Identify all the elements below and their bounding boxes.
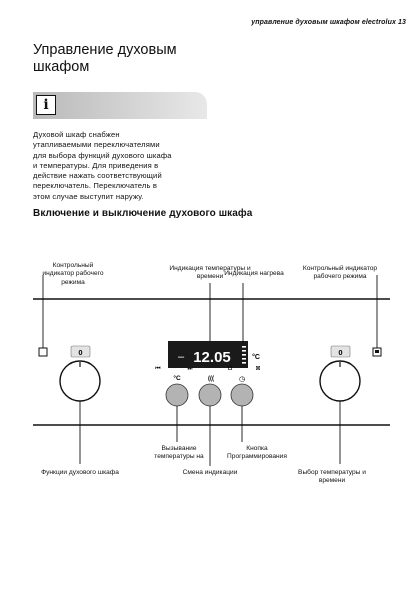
heating-bar bbox=[242, 346, 246, 348]
paragraph-line: переключатель. Переключатель в bbox=[33, 181, 158, 191]
paragraph-line: для выбора функций духового шкафа bbox=[33, 150, 172, 160]
mid-button-symbol: ((( bbox=[208, 376, 214, 382]
display-dash: – bbox=[178, 351, 185, 363]
clock-program-button bbox=[230, 383, 254, 407]
info-icon: i bbox=[36, 95, 56, 115]
temp-button-symbol: °C bbox=[173, 374, 181, 382]
paragraph-line: и температуры. Для приведения в bbox=[33, 160, 159, 170]
info-banner bbox=[33, 92, 207, 119]
clock-button-symbol: ◷ bbox=[239, 375, 246, 383]
heating-bar bbox=[242, 362, 246, 364]
paragraph-line: этом случае выступит наружу. bbox=[33, 191, 144, 201]
heating-bar bbox=[242, 350, 246, 352]
paragraph-line: Духовой шкаф снабжен bbox=[33, 130, 120, 139]
section-title-line-1: Управление духовым bbox=[33, 42, 177, 58]
display-bezel bbox=[168, 341, 248, 368]
display-unit: °C bbox=[252, 353, 260, 361]
callout-oven-function: Функции духового шкафа bbox=[41, 469, 119, 476]
callout-temp-time-select: Выбор температуры и времени bbox=[298, 469, 366, 485]
heating-bar bbox=[242, 354, 246, 356]
display-icon-right: ⊠ bbox=[255, 365, 260, 372]
callout-clock-program-button: Кнопка Программирования bbox=[227, 445, 287, 461]
display-icon-mid: ⏭ bbox=[188, 366, 193, 372]
left-knob-tab bbox=[70, 345, 91, 358]
paragraph-line: действие нажать соответствующий bbox=[33, 171, 162, 181]
right-knob-tab bbox=[330, 345, 351, 358]
section-title-line-2: шкафом bbox=[33, 59, 90, 75]
display-change-button bbox=[198, 383, 222, 407]
right-indicator-lamp-inner bbox=[375, 350, 379, 353]
paragraph-line: утапливаемыми переключателями bbox=[33, 140, 160, 150]
subheading: Включение и выключение духового шкафа bbox=[33, 208, 253, 219]
heating-bar bbox=[242, 358, 246, 360]
display-icon-left: ⏮ bbox=[155, 365, 161, 372]
left-indicator-lamp bbox=[38, 347, 48, 357]
callout-right-lamp: Контрольный индикатор рабочего режима bbox=[302, 265, 378, 281]
display-icon-center: Ω bbox=[228, 365, 233, 372]
section-title: Управление духовым шкафом bbox=[33, 42, 233, 76]
callout-temp-time-display: Индикация температуры и времени bbox=[169, 265, 251, 281]
display-time: 12.05 bbox=[193, 349, 231, 366]
callout-heating-indicator: Индикация нагрева bbox=[224, 270, 284, 277]
callout-left-lamp: Контрольный индикатор рабочего режима bbox=[42, 262, 104, 286]
temp-recall-button bbox=[165, 383, 189, 407]
running-header: управление духовым шкафом electrolux 13 bbox=[251, 19, 406, 26]
right-knob-zero: 0 bbox=[338, 348, 342, 357]
left-knob-zero: 0 bbox=[78, 348, 82, 357]
info-paragraph: Духовой шкаф снабжен утапливаемыми перек… bbox=[33, 130, 211, 202]
callout-temp-recall: Вызывание температуры на bbox=[154, 445, 204, 461]
callout-display-change: Смена индикации bbox=[182, 469, 238, 476]
